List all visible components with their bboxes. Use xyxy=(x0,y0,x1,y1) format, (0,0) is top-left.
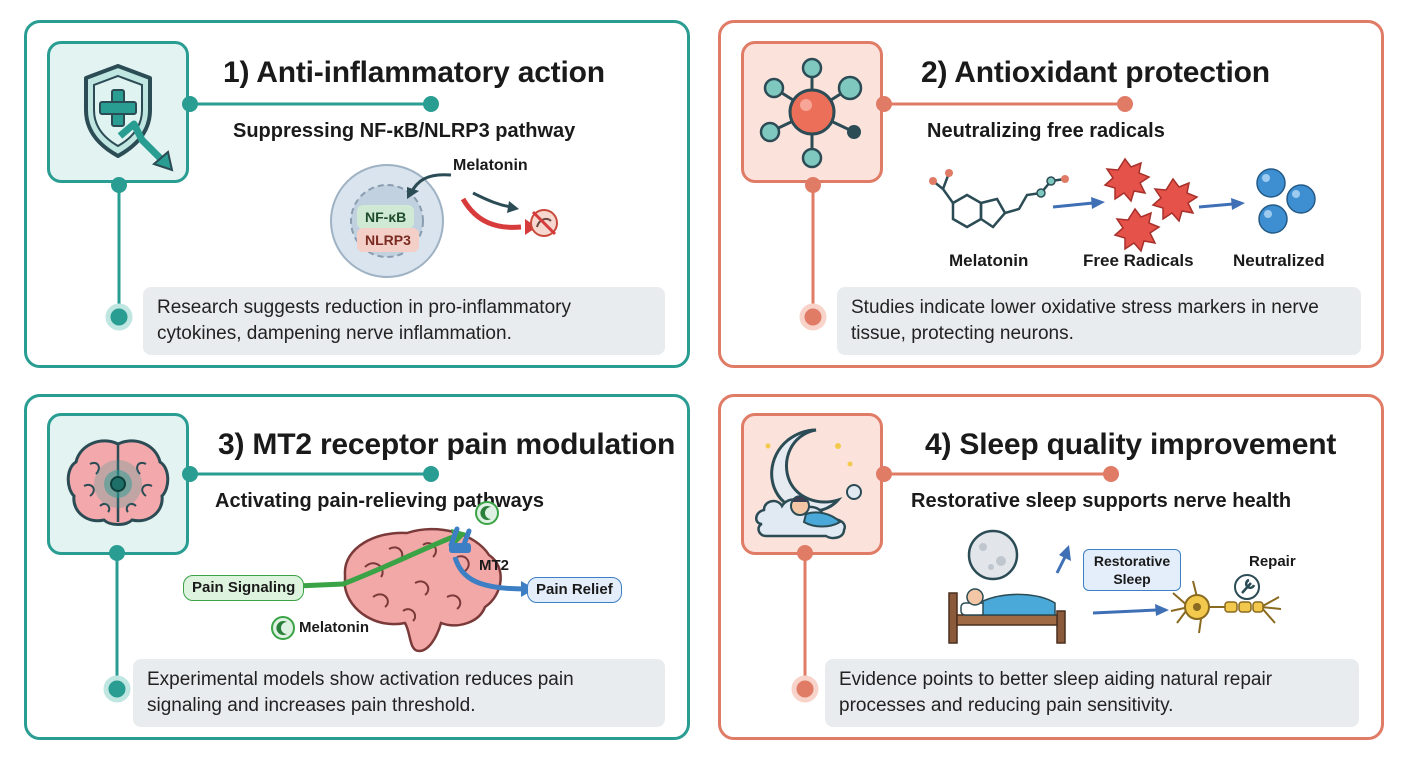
melatonin-label: Melatonin xyxy=(453,157,528,174)
panel-subtitle: Activating pain-relieving pathways xyxy=(215,490,544,512)
person-in-bed-icon xyxy=(948,588,1066,644)
panel-connector-lines xyxy=(105,96,439,331)
panel-subtitle: Restorative sleep supports nerve health xyxy=(911,490,1292,512)
melatonin-molecule-icon xyxy=(932,172,1066,229)
restorative-sleep-label: Restorative Sleep xyxy=(1083,549,1181,591)
free-radical-icon xyxy=(1103,157,1199,253)
full-moon-icon xyxy=(967,529,1019,581)
free-radical-neutralization-diagram xyxy=(929,157,1316,253)
panel-subtitle: Suppressing NF-κB/NLRP3 pathway xyxy=(233,120,576,142)
panel-mt2-receptor: 3) MT2 receptor pain modulation Activati… xyxy=(24,394,690,740)
pain-relief-label: Pain Relief xyxy=(527,577,622,603)
restorative-sleep-diagram xyxy=(948,529,1282,644)
panel-title: 4) Sleep quality improvement xyxy=(925,428,1337,461)
icon-box xyxy=(47,413,189,555)
inhibited-cytokine-icon xyxy=(530,209,558,237)
panel-description: Evidence points to better sleep aiding n… xyxy=(825,659,1359,727)
melatonin-label: Melatonin xyxy=(949,251,1029,270)
icon-box xyxy=(741,41,883,183)
nfkb-label: NF-κB xyxy=(357,205,415,229)
panel-description: Studies indicate lower oxidative stress … xyxy=(837,287,1361,355)
neutralized-label: Neutralized xyxy=(1233,251,1325,270)
panel-anti-inflammatory: 1) Anti-inflammatory action Suppressing … xyxy=(24,20,690,368)
panel-connector-lines xyxy=(799,96,1133,331)
nlrp3-label: NLRP3 xyxy=(357,228,419,252)
icon-box xyxy=(741,413,883,555)
panel-title: 1) Anti-inflammatory action xyxy=(223,56,605,89)
mt2-label: MT2 xyxy=(479,557,509,574)
panel-antioxidant: 2) Antioxidant protection Neutralizing f… xyxy=(718,20,1384,368)
moon-sleep-icon xyxy=(755,428,862,540)
panel-title: 2) Antioxidant protection xyxy=(921,56,1270,89)
molecule-icon xyxy=(759,57,863,169)
panel-subtitle: Neutralizing free radicals xyxy=(927,120,1165,142)
panel-connector-lines xyxy=(103,466,439,703)
panel-title: 3) MT2 receptor pain modulation xyxy=(218,428,676,461)
panel-description: Research suggests reduction in pro-infla… xyxy=(143,287,665,355)
panel-connector-lines xyxy=(791,466,1119,703)
wrench-icon xyxy=(1234,574,1260,600)
panel-sleep-quality: 4) Sleep quality improvement Restorative… xyxy=(718,394,1384,740)
free-radicals-label: Free Radicals xyxy=(1083,251,1194,270)
brain-target-icon xyxy=(66,439,170,526)
mt2-receptor-icon xyxy=(448,526,472,553)
pain-pathway-diagram xyxy=(271,501,535,653)
icon-box xyxy=(47,41,189,183)
shield-down-arrow-icon xyxy=(84,64,174,172)
repair-label: Repair xyxy=(1249,553,1296,570)
pain-signaling-label: Pain Signaling xyxy=(183,575,305,601)
panel-description: Experimental models show activation redu… xyxy=(133,659,665,727)
melatonin-label: Melatonin xyxy=(299,619,369,636)
